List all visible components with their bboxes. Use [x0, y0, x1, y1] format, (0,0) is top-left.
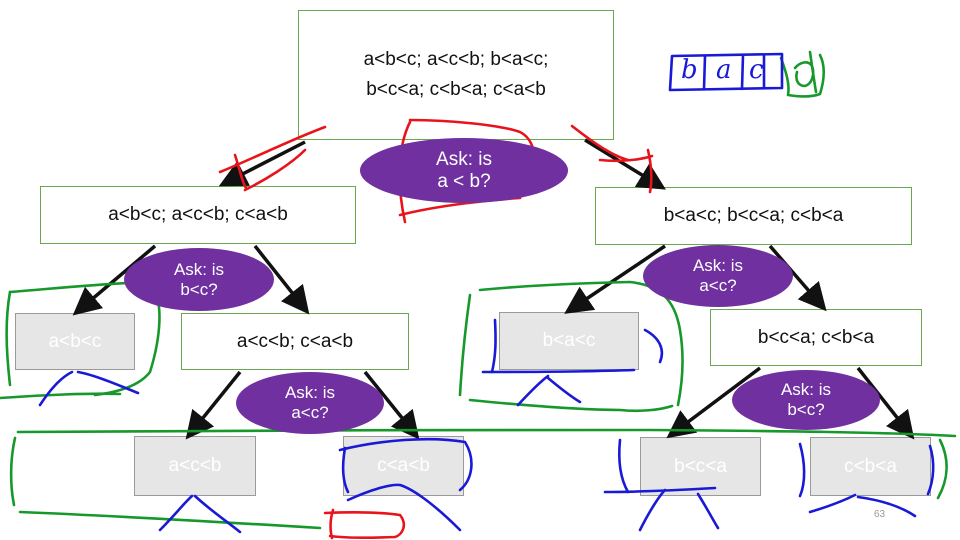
- annotation-letter-c: c: [749, 55, 764, 85]
- question-a-lt-c-right-line-1: Ask: is: [692, 256, 744, 276]
- leaf-bac-label: b<a<c: [542, 330, 596, 351]
- leaf-acb-label: a<c<b: [168, 455, 222, 476]
- annotation-letter-b: b: [681, 55, 698, 85]
- question-b-lt-c-left: Ask: is b<c?: [124, 248, 274, 311]
- edge-left-leaf: [72, 244, 157, 316]
- root-node: a<b<c; a<c<b; b<a<c; b<c<a; c<b<a; c<a<b: [298, 10, 614, 140]
- root-line-1: a<b<c; a<c<b; b<a<c;: [363, 49, 549, 70]
- right-node: b<a<c; b<c<a; c<b<a: [595, 187, 912, 245]
- edge-right-leaf: [564, 244, 666, 314]
- question-b-lt-c-left-line-1: Ask: is: [173, 259, 225, 279]
- edge-root-left: [218, 140, 306, 187]
- question-b-lt-c-right: Ask: is b<c?: [732, 370, 880, 430]
- question-a-lt-b-line-2: a < b?: [437, 170, 491, 192]
- right-right-node-label: b<c<a; c<b<a: [757, 326, 875, 348]
- edge-lr-cab: [363, 370, 420, 440]
- annotation-letter-a: a: [716, 55, 732, 85]
- question-a-lt-c-right-line-2: a<c?: [699, 276, 737, 295]
- question-a-lt-b-line-1: Ask: is: [436, 148, 492, 170]
- leaf-cab-label: c<a<b: [377, 455, 430, 476]
- question-a-lt-b: Ask: is a < b?: [360, 138, 568, 203]
- edge-lr-acb: [185, 370, 242, 440]
- annotation-box: [668, 52, 784, 92]
- edge-rr-cba: [856, 366, 915, 440]
- edge-right-right: [768, 244, 827, 312]
- page-number: 63: [874, 509, 886, 520]
- question-b-lt-c-right-line-1: Ask: is: [780, 380, 832, 400]
- leaf-bca-label: b<c<a: [674, 455, 727, 477]
- leaf-bca: b<c<a: [640, 437, 761, 496]
- left-node-label: a<b<c; a<c<b; c<a<b: [108, 204, 288, 225]
- leaf-cba-label: c<b<a: [844, 455, 897, 477]
- question-b-lt-c-left-line-2: b<c?: [180, 279, 218, 299]
- leaf-bac: b<a<c: [499, 312, 639, 370]
- tree-edges: [72, 138, 915, 440]
- blue-ink: [38, 52, 935, 534]
- root-line-2: b<c<a; c<b<a; c<a<b: [366, 79, 546, 100]
- leaf-cba: c<b<a: [810, 437, 931, 496]
- question-a-lt-c-right: Ask: is a<c?: [643, 245, 793, 307]
- edge-rr-bca: [666, 366, 762, 439]
- left-node: a<b<c; a<c<b; c<a<b: [40, 186, 356, 244]
- edge-root-right: [584, 138, 666, 190]
- question-b-lt-c-right-line-2: b<c?: [787, 400, 825, 419]
- right-node-label: b<a<c; b<c<a; c<b<a: [663, 205, 844, 226]
- leaf-abc-label: a<b<c: [48, 330, 102, 352]
- edge-left-right: [253, 244, 310, 315]
- left-right-node-label: a<c<b; c<a<b: [236, 330, 354, 352]
- question-a-lt-c-left-line-1: Ask: is: [284, 383, 336, 403]
- question-a-lt-c-left: Ask: is a<c?: [236, 372, 384, 434]
- annotation-letters: b a c d: [672, 53, 824, 93]
- question-a-lt-c-left-line-2: a<c?: [291, 403, 329, 422]
